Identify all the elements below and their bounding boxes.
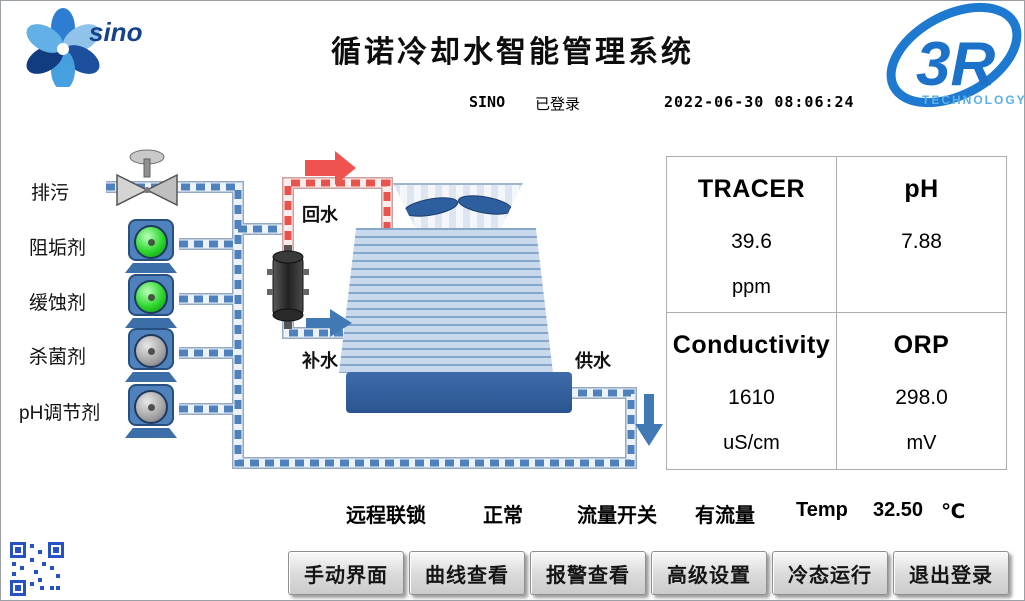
flow-switch-value: 有流量 <box>695 505 755 527</box>
interlock-value: 正常 <box>483 505 523 527</box>
tracer-label: TRACER <box>697 175 806 203</box>
3r-logo-subtext: TECHNOLOGY <box>922 93 1024 107</box>
dosing-pump-ph-adjuster[interactable] <box>125 382 177 438</box>
blowdown-valve-icon[interactable] <box>113 147 181 207</box>
3r-technology-logo: 3R TECHNOLOGY <box>886 2 1024 108</box>
temp-unit: ℃ <box>941 501 966 523</box>
conductivity-label: Conductivity <box>672 331 831 359</box>
orp-unit: mV <box>906 432 937 454</box>
label-corrosion-inhibitor: 缓蚀剂 <box>29 293 87 314</box>
3r-logo-text: 3R <box>916 30 995 99</box>
fan-icon <box>403 195 513 217</box>
pump-base <box>125 428 177 438</box>
datetime-display: 2022-06-30 08:06:24 <box>664 93 855 111</box>
panel-cell-conductivity: Conductivity 1610 uS/cm <box>667 313 837 469</box>
cooling-tower-body <box>339 228 553 373</box>
dosing-pump-scale-inhibitor[interactable] <box>125 217 177 273</box>
3r-swoosh-icon <box>886 2 1022 108</box>
pump-shaft-dot <box>148 404 155 411</box>
panel-cell-orp: ORP 298.0 mV <box>837 313 1006 469</box>
page-title: 循诺冷却水智能管理系统 <box>331 36 694 69</box>
btn-cold-run[interactable]: 冷态运行 <box>772 551 888 595</box>
return-flow-arrow <box>305 151 356 185</box>
label-biocide: 杀菌剂 <box>29 347 87 368</box>
dosing-pump-corrosion-inhibitor[interactable] <box>125 272 177 328</box>
cooling-tower-fan-housing <box>393 183 523 228</box>
dosing-pump-biocide[interactable] <box>125 326 177 382</box>
pump-base <box>125 372 177 382</box>
conductivity-unit: uS/cm <box>723 432 780 454</box>
pump-shaft-dot <box>148 239 155 246</box>
cooling-tower-basin <box>346 372 572 413</box>
label-makeup-water: 补水 <box>302 351 338 371</box>
sino-logo-text: sino <box>89 17 143 47</box>
conductivity-value: 1610 <box>728 386 775 409</box>
login-status: 已登录 <box>535 96 581 113</box>
pump-shaft-dot <box>148 294 155 301</box>
orp-label: ORP <box>893 331 950 359</box>
flow-switch-label: 流量开关 <box>577 505 657 527</box>
measurement-panel: TRACER 39.6 ppm pH 7.88 Conductivity 161… <box>666 156 1007 470</box>
panel-cell-tracer: TRACER 39.6 ppm <box>667 157 837 313</box>
btn-logout[interactable]: 退出登录 <box>893 551 1009 595</box>
panel-cell-ph: pH 7.88 <box>837 157 1006 313</box>
orp-value: 298.0 <box>895 386 948 409</box>
btn-alarm-view[interactable]: 报警查看 <box>530 551 646 595</box>
qr-code-icon <box>10 542 64 596</box>
login-user: SINO <box>469 93 506 111</box>
interlock-label: 远程联锁 <box>346 505 426 527</box>
label-supply-water: 供水 <box>575 351 611 371</box>
ph-label: pH <box>904 175 939 203</box>
label-scale-inhibitor: 阻垢剂 <box>29 238 87 259</box>
filter-column-icon <box>267 245 309 329</box>
label-blowdown: 排污 <box>31 183 70 204</box>
sino-logo: sino <box>26 8 143 87</box>
tracer-value: 39.6 <box>731 230 772 253</box>
temp-label: Temp <box>796 499 848 521</box>
temp-value: 32.50 <box>873 499 924 521</box>
button-bar: 手动界面 曲线查看 报警查看 高级设置 冷态运行 退出登录 <box>288 551 1009 595</box>
btn-advanced-settings[interactable]: 高级设置 <box>651 551 767 595</box>
btn-curve-view[interactable]: 曲线查看 <box>409 551 525 595</box>
btn-manual-screen[interactable]: 手动界面 <box>288 551 404 595</box>
ph-value: 7.88 <box>901 230 942 253</box>
tracer-unit: ppm <box>732 276 771 298</box>
label-ph-adjuster: pH调节剂 <box>19 403 101 424</box>
label-return-water: 回水 <box>302 205 338 225</box>
supply-flow-arrow <box>635 394 663 446</box>
pump-shaft-dot <box>148 348 155 355</box>
